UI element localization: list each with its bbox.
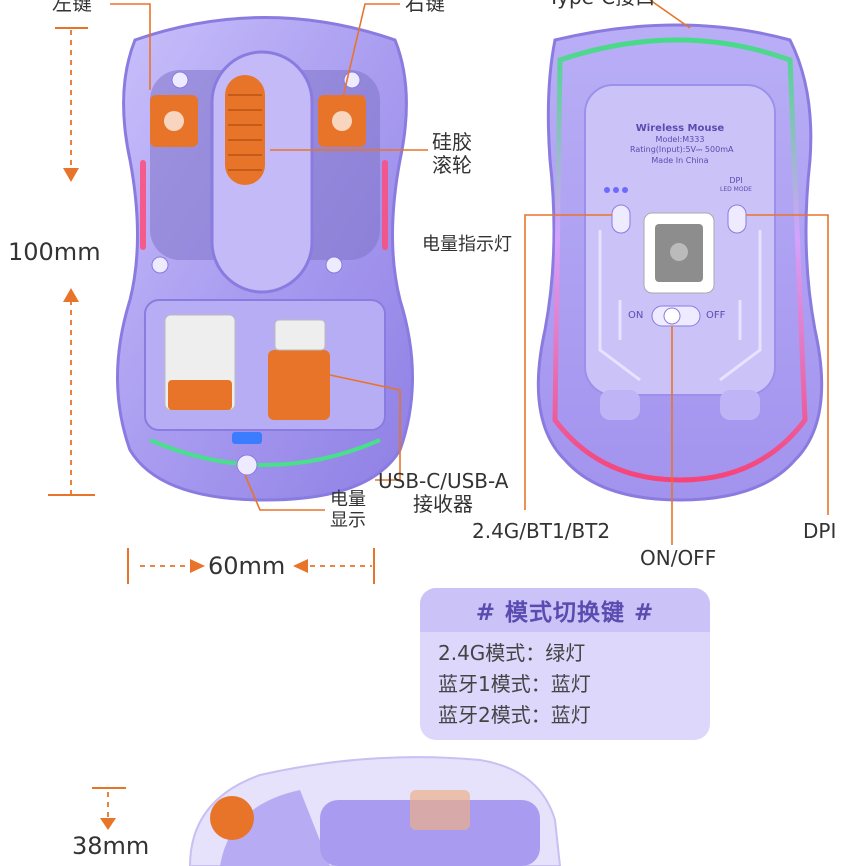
underside-dpi-block: DPI LED MODE [716,176,756,193]
underside-on: ON [628,310,644,321]
dimension-height: 38mm [72,832,150,860]
label-battery-indicator: 电量指示灯 [422,234,512,255]
top-view-mouse [116,16,414,502]
mode-switch-panel: # 模式切换键 # 2.4G模式：绿灯 蓝牙1模式：蓝灯 蓝牙2模式：蓝灯 [420,588,710,740]
bottom-view-mouse [536,23,824,502]
underside-made-in: Made In China [651,155,709,165]
underside-off: OFF [706,310,726,321]
label-mode-switch: 2.4G/BT1/BT2 [472,519,611,543]
underside-dpi-label: DPI [729,176,743,185]
mode-line-bt2: 蓝牙2模式：蓝灯 [438,703,591,727]
underside-led-mode: LED MODE [720,185,752,193]
label-receiver-line2: 接收器 [413,492,473,516]
mode-switch-list: 2.4G模式：绿灯 蓝牙1模式：蓝灯 蓝牙2模式：蓝灯 [420,632,710,731]
label-power-switch: ON/OFF [640,546,717,570]
side-view-mouse [188,756,562,866]
label-right-button: 右键 [405,0,445,15]
label-battery-display-line2: 显示 [330,509,366,531]
underside-rating: Rating(Input):5V⎓ 500mA [630,145,734,155]
label-scroll-wheel-line2: 滚轮 [432,153,472,177]
mode-switch-title: # 模式切换键 # [420,588,710,632]
dimension-length: 100mm [8,238,101,266]
label-left-button: 左键 [52,0,92,15]
label-type-c: Type-C接口 [548,0,655,9]
underside-brand: Wireless Mouse [635,123,725,134]
label-scroll-wheel-line1: 硅胶 [432,130,472,154]
label-receiver: USB-C/USB-A 接收器 [378,469,509,516]
label-scroll-wheel: 硅胶 滚轮 [432,131,472,177]
leader-lines [110,0,829,545]
label-dpi: DPI [803,519,837,543]
dimension-width: 60mm [208,552,286,580]
label-receiver-line1: USB-C/USB-A [378,469,509,493]
label-battery-display-line1: 电量 [330,489,366,510]
underside-label: Wireless Mouse Model:M333 Rating(Input):… [630,122,734,166]
underside-model: Model:M333 [655,135,705,144]
mode-line-2-4g: 2.4G模式：绿灯 [438,641,586,665]
label-battery-display: 电量 显示 [330,489,366,531]
mode-line-bt1: 蓝牙1模式：蓝灯 [438,672,591,696]
